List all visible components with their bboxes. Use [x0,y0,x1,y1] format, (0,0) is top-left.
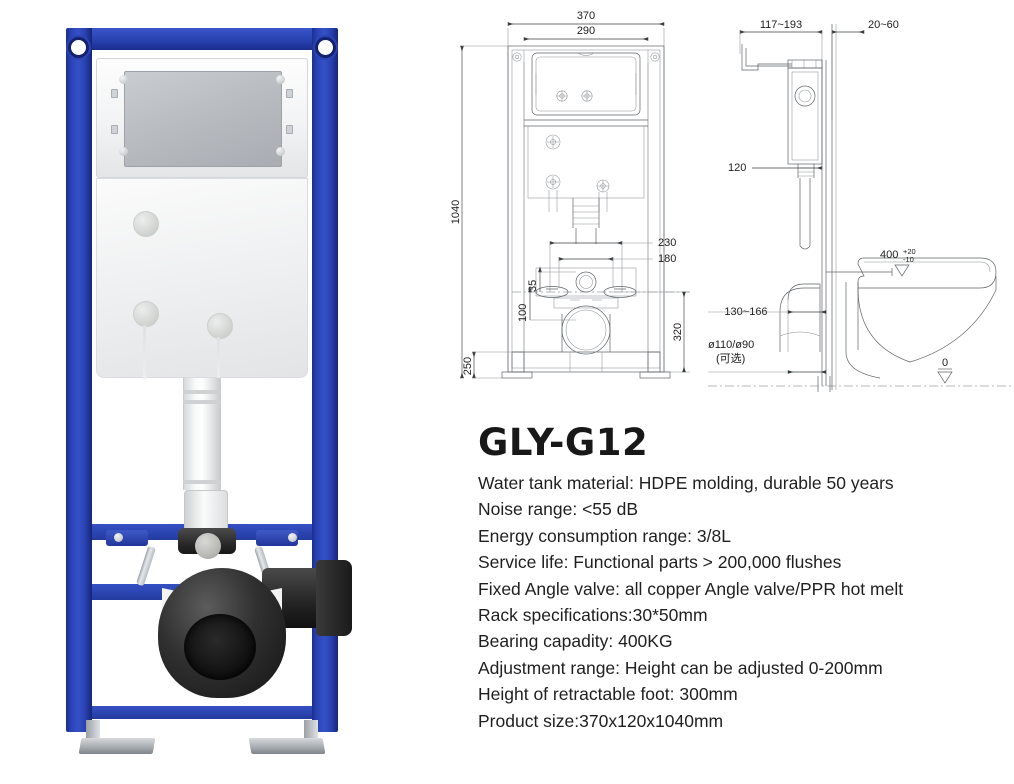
bowl-height-marker: 400 +20 -10 [880,247,916,277]
spec-line: Product size:370x120x1040mm [478,710,724,731]
adjuster-plate-right [256,530,298,546]
tank-seam [143,325,146,379]
dim-label-20-60: 20~60 [868,19,899,31]
screw-head [288,533,297,542]
spec-line: Energy consumption range: 3/8L [478,525,731,546]
waste-outlet-bore [184,614,256,680]
dim-label-400: 400 [880,249,898,261]
inspection-plate [124,71,282,167]
spec-line: Water tank material: HDPE molding, durab… [478,473,894,493]
frame-top-rail [66,28,338,50]
mounting-hole-left [71,40,86,55]
housing-lug [111,89,118,98]
screw-head [276,147,285,156]
dim-320: 320 [562,291,690,373]
frame-cross-brace-bottom [92,706,312,719]
screw-head [276,75,285,84]
housing-lug [286,125,293,134]
tank-boss [207,313,233,339]
product-photo [0,0,440,784]
tank-seam [217,337,220,379]
dim-290: 290 [523,25,649,41]
dim-120: 120 [728,162,823,174]
dim-label-290: 290 [577,25,595,37]
dim-label-230: 230 [658,237,676,249]
spec-line: Adjustment range: Height can be adjusted… [478,657,883,678]
tank-boss [133,301,159,327]
dim-label-320: 320 [672,323,684,341]
screw-head [119,147,128,156]
cistern-upper-housing [96,58,308,178]
pipe-ring [183,390,221,394]
dim-label-1040: 1040 [450,200,462,224]
frame-left-rail [66,28,92,732]
foot-post-right [304,720,318,742]
spec-line: Height of retractable foot: 300mm [478,684,738,705]
product-title: GLY-G12 [478,421,649,464]
front-view: 370 290 [450,10,690,379]
dim-label-370: 370 [577,10,595,22]
dim-370: 370 [507,10,665,26]
spec-line: Noise range: <55 dB [478,499,639,520]
dim-label-400-tol-lower: -10 [903,255,914,264]
dim-117-193: 117~193 [739,19,823,60]
adjuster-plate-left [106,530,148,546]
screw-head [114,533,123,542]
spec-line: Service life: Functional parts > 200,000… [478,552,842,573]
retractable-foot-left [78,738,156,754]
housing-lug [111,125,118,134]
flush-connector-face [195,533,221,559]
dim-250: 250 [462,351,512,379]
dim-label-waste-diameter-note: (可选) [716,352,745,365]
flush-downpipe [183,378,221,490]
dim-label-120: 120 [728,162,746,174]
specification-block: GLY-G12 Water tank material: HDPE moldin… [478,424,1008,734]
floor-level-marker: 0 [937,357,953,384]
waste-end-cap [316,560,352,636]
retractable-foot-right [248,738,326,754]
housing-lug [286,89,293,98]
dim-label-250: 250 [462,357,474,375]
tank-boss [133,211,159,237]
dim-label-35: 35 [527,280,539,292]
dim-20-60: 20~60 [831,19,899,120]
dim-label-100: 100 [517,304,529,322]
dim-label-0: 0 [942,357,948,369]
dim-label-waste-diameter: ø110/ø90 [708,339,754,351]
pipe-ring [183,400,221,404]
dim-1040: 1040 [450,45,508,379]
dim-230: 230 [549,237,676,249]
mounting-hole-right [318,40,333,55]
spec-line: Fixed Angle valve: all copper Angle valv… [478,578,904,599]
dim-label-180: 180 [658,253,676,265]
support-frame [66,28,352,754]
spec-line: Rack specifications:30*50mm [478,605,708,626]
dim-130-166: 130~166 [708,306,827,318]
spec-line: Bearing capadity: 400KG [478,631,673,652]
technical-drawings: .ln{stroke:#5f6468;stroke-width:.7;fill:… [440,0,1014,400]
cistern-tank-body [96,178,308,379]
dim-label-400-tol-upper: +20 [903,247,916,256]
foot-post-left [86,720,100,742]
dim-100-35: 35 100 [517,266,576,322]
dim-label-117-193: 117~193 [760,19,802,31]
side-view: 117~193 20~60 120 [708,19,1014,392]
drawing-svg: .ln{stroke:#5f6468;stroke-width:.7;fill:… [450,10,1014,392]
dim-180: 180 [558,253,676,265]
screw-head [119,75,128,84]
pipe-ring [183,480,221,484]
threaded-stud-left [136,545,156,587]
